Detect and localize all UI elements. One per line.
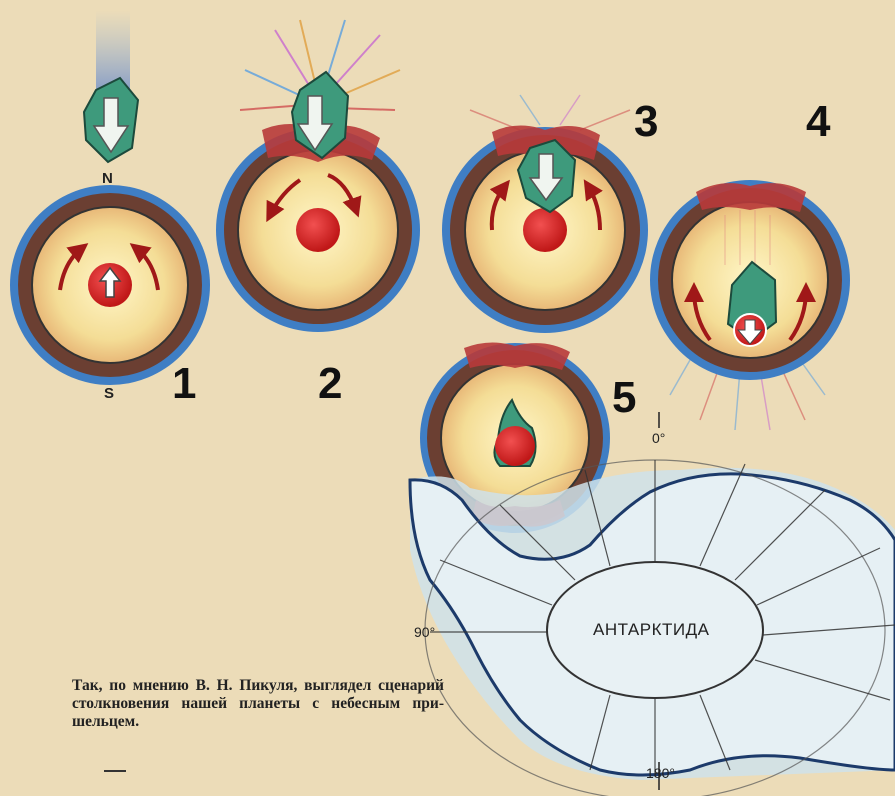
degree-label-0: 0° [652, 430, 665, 446]
meteor-trail [96, 10, 130, 90]
stage-number-1: 1 [172, 362, 196, 406]
caption-text: Так, по мнению В. Н. Пикуля, выглядел сц… [72, 677, 444, 731]
stage-number-2: 2 [318, 362, 342, 406]
stage-3-diagram [442, 95, 648, 333]
stage-number-3: 3 [634, 100, 658, 144]
stage-1-diagram [10, 10, 210, 385]
degree-label-180: 180° [646, 765, 675, 781]
stage-4-diagram [650, 180, 850, 430]
core [296, 208, 340, 252]
stage-number-5: 5 [612, 376, 636, 420]
debris-spray [470, 95, 630, 130]
stage-number-4: 4 [806, 100, 830, 144]
north-pole-label: N [102, 170, 113, 187]
impact-crust [696, 183, 806, 212]
continent-label: АНТАРКТИДА [593, 620, 709, 640]
degree-label-90: 90° [414, 624, 435, 640]
caption-dash [104, 770, 126, 772]
stage-2-diagram [216, 20, 420, 332]
south-pole-label: S [104, 385, 114, 402]
core [523, 208, 567, 252]
core [495, 426, 535, 466]
